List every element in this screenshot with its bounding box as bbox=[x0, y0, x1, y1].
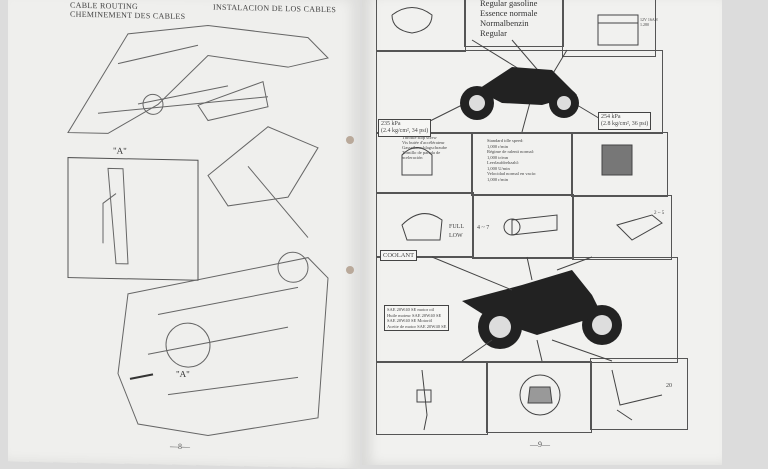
text-line: Velocidad normal en vacío: bbox=[487, 171, 537, 176]
full-mark: FULL bbox=[449, 224, 464, 230]
motorcycle-top-panel bbox=[376, 50, 663, 134]
lever-play-value: 2 ~ 5 bbox=[654, 211, 665, 216]
right-page: Regular gasoline Essence normale Normalb… bbox=[362, 0, 722, 465]
switch-box bbox=[376, 361, 488, 435]
pedal-box bbox=[590, 358, 688, 430]
fuel-es: Regular bbox=[480, 28, 507, 38]
frame-illustration-top bbox=[67, 24, 329, 437]
fuel-de: Normalbenzin bbox=[480, 18, 529, 28]
idle-speed-box bbox=[471, 132, 573, 196]
text-line: 1,000 r/min bbox=[487, 143, 508, 149]
fuel-fr: Essence normale bbox=[480, 8, 538, 18]
text-line: Tornillo de parada de bbox=[402, 150, 441, 155]
rear-tire-pressure: 254 kPa(2.8 kg/cm², 36 psi) bbox=[598, 112, 652, 130]
text-line: Huile moteur SAE 20W40 SE bbox=[387, 312, 442, 318]
headlight-box bbox=[376, 0, 466, 52]
rear-psi: (2.8 kg/cm², 36 psi) bbox=[601, 121, 649, 127]
text-line: Standard idle speed: bbox=[487, 138, 524, 143]
detail-a-label: "A" bbox=[113, 145, 127, 156]
coolant-tank-box bbox=[571, 132, 668, 197]
oil-window-box bbox=[486, 361, 592, 433]
low-mark: LOW bbox=[449, 233, 463, 239]
text-line: Vis butée d'accélérateur bbox=[402, 140, 445, 145]
binder-hole bbox=[346, 136, 354, 144]
text-line: aceleración bbox=[402, 155, 423, 160]
text-line: Leerlaufdrehzahl: bbox=[487, 160, 519, 165]
text-line: Régime de ralenti normal: bbox=[487, 149, 535, 154]
page-number: —9— bbox=[530, 440, 550, 449]
front-psi: (2.4 kg/cm², 34 psi) bbox=[381, 128, 429, 134]
motorcycle-illustration bbox=[391, 7, 663, 431]
front-tire-pressure: 235 kPa(2.4 kg/cm², 34 psi) bbox=[378, 119, 432, 137]
text-line: Throttle stop screw bbox=[402, 135, 437, 140]
battery-gravity: 1.280 bbox=[640, 22, 649, 27]
throttle-play-value: 4 ~ 7 bbox=[477, 225, 490, 231]
text-line: 1,000 U/min bbox=[487, 165, 510, 171]
fuel-en: Regular gasoline bbox=[480, 0, 538, 8]
left-page: CABLE ROUTING CHEMINEMENT DES CABLES INS… bbox=[8, 0, 360, 469]
text-line: Gasseilanschlagschraube bbox=[402, 145, 447, 150]
battery-voltage: 12V 16AH bbox=[640, 17, 658, 22]
idle-speed-text: Standard idle speed: 1,000 r/min Régime … bbox=[487, 138, 536, 182]
text-line: 1,000 r/min bbox=[487, 176, 508, 182]
throttle-play-box bbox=[472, 194, 574, 259]
throttle-stop-text: Throttle stop screw Vis butée d'accéléra… bbox=[402, 135, 447, 160]
text-line: SAE 20W40 SE motor oil bbox=[387, 307, 434, 312]
text-line: SAE 20W40 SE Motoröl bbox=[387, 318, 433, 323]
lever-play-box bbox=[572, 195, 672, 260]
oil-spec: SAE 20W40 SE motor oil Huile moteur SAE … bbox=[384, 305, 450, 331]
fuel-box bbox=[464, 0, 564, 47]
text-line: Aceite de motor SAE 20W40 SE bbox=[387, 323, 447, 329]
binder-hole bbox=[346, 266, 354, 274]
coolant-box bbox=[376, 192, 474, 257]
coolant-label: COOLANT bbox=[380, 250, 418, 261]
pedal-height-value: 20 bbox=[666, 383, 672, 389]
arrow-a-label: "A" bbox=[176, 368, 190, 380]
rear-kpa: 254 kPa bbox=[601, 114, 621, 120]
front-kpa: 235 kPa bbox=[381, 121, 401, 127]
battery-box bbox=[562, 0, 656, 57]
text-line: 1,000 tr/mn bbox=[487, 154, 508, 160]
